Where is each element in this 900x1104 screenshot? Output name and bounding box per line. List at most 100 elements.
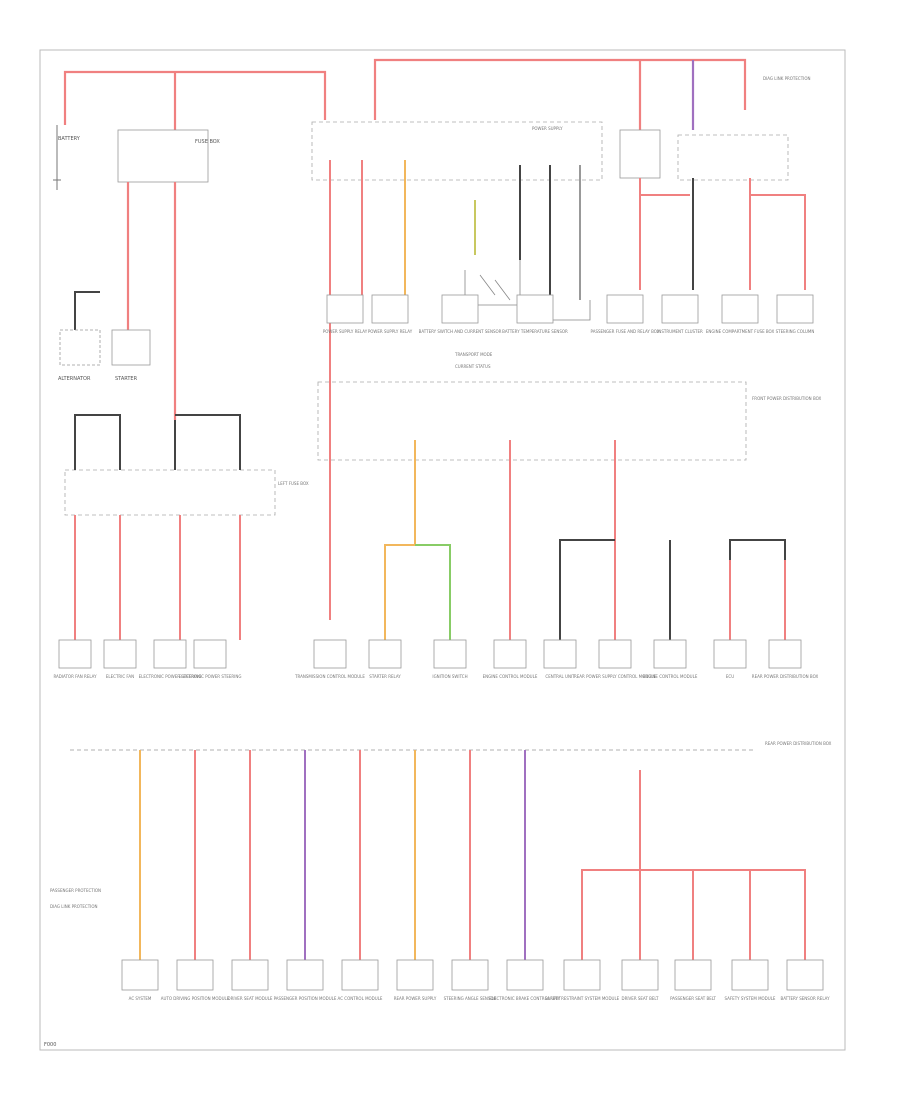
bottom-component-2: DRIVER SEAT MODULE — [228, 959, 273, 1001]
bottom-component-8-label: SAFETY RESTRAINT SYSTEM MODULE — [545, 996, 620, 1001]
bottom-component-3: PASSENGER POSITION MODULE — [274, 959, 337, 1001]
upper-component-5: INSTRUMENT CLUSTER — [657, 294, 703, 334]
middle-component-10-label: ENGINE CONTROL MODULE — [643, 674, 698, 679]
bottom-component-9-label: DRIVER SEAT BELT — [622, 996, 660, 1001]
bottom-component-12-label: BATTERY SENSOR RELAY — [780, 996, 830, 1001]
starter-label: STARTER — [115, 376, 138, 382]
bottom-note-2: DIAG LINK PROTECTION — [50, 904, 97, 909]
middle-drops — [384, 440, 786, 640]
upper-component-2: BATTERY SWITCH AND CURRENT SENSOR — [419, 294, 502, 334]
bottom-component-4: AC CONTROL MODULE — [338, 959, 383, 1001]
middle-component-2: ELECTRONIC POWER STEERING — [139, 639, 202, 679]
bottom-component-5-label: REAR POWER SUPPLY — [394, 996, 437, 1001]
bottom-notes: PASSENGER PROTECTION DIAG LINK PROTECTIO… — [50, 888, 101, 909]
left-fuse-box: LEFT FUSE BOX — [64, 469, 309, 516]
middle-component-12: REAR POWER DISTRIBUTION BOX — [752, 639, 819, 679]
bottom-component-2-label: DRIVER SEAT MODULE — [228, 996, 273, 1001]
middle-bus: FRONT POWER DISTRIBUTION BOX — [317, 381, 822, 461]
bottom-component-7-label: ELECTRONIC BRAKE CONTROL UNIT — [489, 996, 561, 1001]
middle-component-9-label: REAR POWER SUPPLY CONTROL MODULE — [574, 674, 657, 679]
bottom-drops — [139, 750, 526, 960]
middle-component-6: IGNITION SWITCH — [432, 639, 468, 679]
relay-box-top-right: DIAG LINK PROTECTION — [619, 76, 810, 181]
middle-bus-label: FRONT POWER DISTRIBUTION BOX — [752, 396, 822, 401]
legend-transport: TRANSPORT MODE — [454, 352, 493, 357]
upper-component-1-label: POWER SUPPLY RELAY — [368, 329, 413, 334]
middle-component-11-label: ECU — [726, 674, 734, 679]
upper-component-2-label: BATTERY SWITCH AND CURRENT SENSOR — [419, 329, 502, 334]
middle-component-3-label: ELECTRONIC POWER STEERING — [179, 674, 242, 679]
middle-component-11: ECU — [713, 639, 747, 679]
bottom-component-11: SAFETY SYSTEM MODULE — [725, 959, 776, 1001]
bottom-component-10-label: PASSENGER SEAT BELT — [670, 996, 716, 1001]
middle-component-7-label: ENGINE CONTROL MODULE — [483, 674, 538, 679]
upper-component-7-label: STEERING COLUMN — [776, 329, 815, 334]
middle-components: RADIATOR FAN RELAY ELECTRIC FAN ELECTRONIC… — [53, 639, 819, 679]
middle-component-1-label: ELECTRIC FAN — [106, 674, 134, 679]
bottom-component-11-label: SAFETY SYSTEM MODULE — [725, 996, 776, 1001]
starter: STARTER — [111, 329, 151, 382]
left-fuse-drops — [74, 414, 241, 640]
upper-drops — [329, 160, 581, 620]
bottom-component-4-label: AC CONTROL MODULE — [338, 996, 383, 1001]
fuse-box-outputs — [126, 182, 177, 420]
bottom-bus: REAR POWER DISTRIBUTION BOX — [70, 741, 832, 751]
power-bus-label: POWER SUPPLY — [532, 126, 563, 131]
fuse-box-label: FUSE BOX — [195, 139, 220, 145]
middle-component-1: ELECTRIC FAN — [103, 639, 137, 679]
middle-component-12-label: REAR POWER DISTRIBUTION BOX — [752, 674, 819, 679]
bottom-component-1: AUTO DRIVING POSITION MODULE — [161, 959, 230, 1001]
upper-component-3: BATTERY TEMPERATURE SENSOR — [502, 294, 568, 334]
left-fuse-box-label: LEFT FUSE BOX — [278, 481, 309, 486]
bottom-component-3-label: PASSENGER POSITION MODULE — [274, 996, 337, 1001]
alternator: ALTERNATOR — [58, 291, 101, 382]
battery-feed — [63, 58, 747, 130]
bottom-component-6-label: STEERING ANGLE SENSOR — [444, 996, 497, 1001]
upper-component-5-label: INSTRUMENT CLUSTER — [657, 329, 703, 334]
upper-component-4-label: PASSENGER FUSE AND RELAY BOX — [591, 329, 660, 334]
fuse-box-top: FUSE BOX — [117, 129, 220, 183]
bottom-component-8: SAFETY RESTRAINT SYSTEM MODULE — [545, 959, 620, 1001]
bottom-component-9: DRIVER SEAT BELT — [622, 959, 660, 1001]
middle-component-8-label: CENTRAL UNIT — [545, 674, 575, 679]
bottom-component-0: AC SYSTEM — [121, 959, 159, 1001]
bottom-component-5: REAR POWER SUPPLY — [394, 959, 437, 1001]
middle-component-2-label: ELECTRONIC POWER STEERING — [139, 674, 202, 679]
upper-component-0-label: POWER SUPPLY RELAY — [323, 329, 368, 334]
footer-code: F000 — [44, 1042, 56, 1048]
middle-component-0: RADIATOR FAN RELAY — [53, 639, 97, 679]
middle-component-4: TRANSMISSION CONTROL MODULE — [294, 639, 365, 679]
right-top-drops — [639, 178, 806, 290]
legend-current: CURRENT STATUS — [455, 364, 491, 369]
upper-component-4: PASSENGER FUSE AND RELAY BOX — [591, 294, 660, 334]
middle-component-3: ELECTRONIC POWER STEERING — [179, 639, 242, 679]
bottom-component-7: ELECTRONIC BRAKE CONTROL UNIT — [489, 959, 561, 1001]
middle-component-6-label: IGNITION SWITCH — [432, 674, 467, 679]
bottom-component-1-label: AUTO DRIVING POSITION MODULE — [161, 996, 230, 1001]
top-right-note: DIAG LINK PROTECTION — [763, 76, 810, 81]
middle-component-10: ENGINE CONTROL MODULE — [643, 639, 698, 679]
middle-component-7: ENGINE CONTROL MODULE — [483, 639, 538, 679]
bottom-component-12: BATTERY SENSOR RELAY — [780, 959, 830, 1001]
upper-component-1: POWER SUPPLY RELAY — [368, 294, 413, 334]
upper-component-7: STEERING COLUMN — [776, 294, 815, 334]
battery: BATTERY — [53, 125, 81, 190]
battery-label: BATTERY — [58, 136, 81, 142]
upper-component-6-label: ENGINE COMPARTMENT FUSE BOX — [706, 329, 775, 334]
power-bus-box: POWER SUPPLY — [311, 121, 603, 181]
middle-component-0-label: RADIATOR FAN RELAY — [53, 674, 97, 679]
middle-component-9: REAR POWER SUPPLY CONTROL MODULE — [574, 639, 657, 679]
upper-legend: TRANSPORT MODE CURRENT STATUS — [454, 352, 493, 369]
middle-component-8: CENTRAL UNIT — [543, 639, 577, 679]
alternator-label: ALTERNATOR — [58, 376, 91, 382]
upper-component-3-label: BATTERY TEMPERATURE SENSOR — [502, 329, 568, 334]
bottom-component-6: STEERING ANGLE SENSOR — [444, 959, 497, 1001]
upper-component-0: POWER SUPPLY RELAY — [323, 294, 368, 334]
bottom-note-1: PASSENGER PROTECTION — [50, 888, 101, 893]
diagram-frame — [39, 49, 846, 1051]
middle-component-4-label: TRANSMISSION CONTROL MODULE — [294, 674, 365, 679]
bottom-component-0-label: AC SYSTEM — [129, 996, 152, 1001]
